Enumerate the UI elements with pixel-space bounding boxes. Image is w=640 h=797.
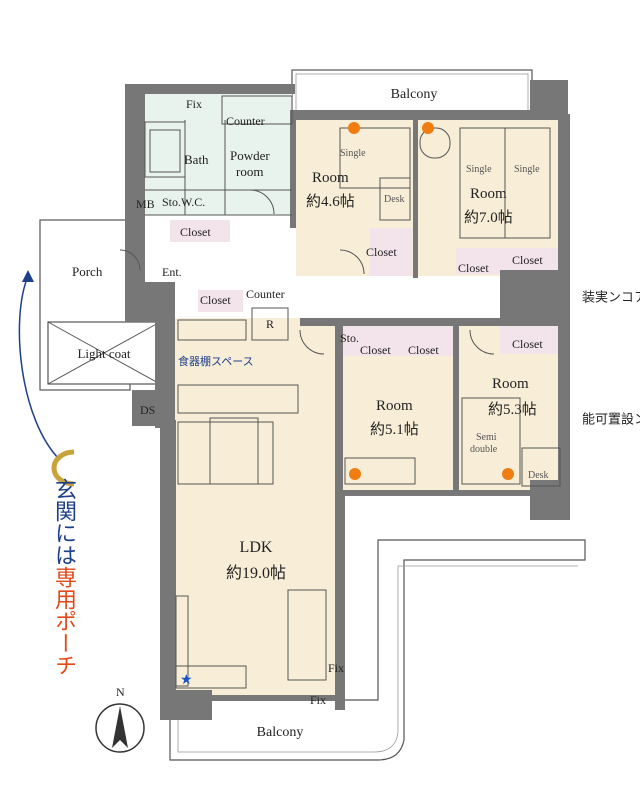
room51-closet-1: Closet — [360, 343, 391, 357]
room70-closet-2: Closet — [512, 253, 543, 267]
ldk-floor — [175, 380, 335, 695]
room46-closet: Closet — [366, 245, 397, 259]
ac-dot-room53 — [502, 468, 514, 480]
ldk-name: LDK — [240, 539, 273, 556]
closet-room53-fill — [500, 326, 562, 354]
closet-room51-fill — [338, 326, 458, 356]
porch-logo-icon — [51, 449, 75, 487]
balcony-bottom-label: Balcony — [257, 725, 304, 740]
room46-size: 約4.6帖 — [306, 193, 355, 210]
room51-name: Room — [376, 398, 413, 414]
ac-dot-room51 — [349, 468, 361, 480]
room51-size: 約5.1帖 — [370, 421, 419, 438]
porch-note-part2: 専用ポーチ — [51, 566, 76, 676]
room46-single: Single — [340, 148, 366, 159]
legend-dot-entry: ●＝エアコン設置可能 — [579, 412, 640, 427]
fix-ldk-1: Fix — [328, 661, 344, 675]
room70-closet-1: Closet — [458, 261, 489, 275]
powder-label-1: Powder — [230, 148, 270, 163]
ds-label: DS — [140, 403, 155, 417]
room51-closet-2: Closet — [408, 343, 439, 357]
arrow-head-icon — [22, 270, 34, 282]
room70-single-2: Single — [514, 164, 540, 175]
ac-dot-room46 — [348, 122, 360, 134]
room53-desk: Desk — [528, 470, 549, 481]
closet-room70-fill — [456, 248, 562, 274]
north-label: N — [116, 685, 125, 699]
ac-markers: ★ — [180, 122, 514, 688]
entrance-arrow-icon — [18, 275, 61, 461]
closet-ent-label: Closet — [180, 225, 211, 239]
closet-room46-fill — [370, 228, 412, 276]
room70-size: 約7.0帖 — [464, 209, 513, 226]
kitchen-floor — [175, 318, 335, 383]
powder-label-2: room — [236, 164, 263, 179]
north-compass — [95, 703, 145, 753]
closet-ent-fill — [170, 220, 230, 242]
room70-single-1: Single — [466, 164, 492, 175]
ldk-size: 約19.0帖 — [226, 564, 286, 582]
closet-kitchen-fill — [198, 290, 243, 312]
closet-kitchen-label: Closet — [200, 293, 231, 307]
fix-top-label: Fix — [186, 97, 202, 111]
fix-ldk-2: Fix — [310, 693, 326, 707]
dish-shelf-label: 食器棚スペース — [178, 354, 254, 368]
ent-label: Ent. — [162, 265, 182, 279]
counter-top-label: Counter — [226, 114, 265, 128]
legend-star-text: ＝エアコン実装 — [579, 290, 640, 303]
room53-size: 約5.3帖 — [488, 401, 537, 418]
porch-label: Porch — [72, 264, 103, 279]
room70-name: Room — [470, 186, 507, 202]
r-mark-label: R — [266, 317, 274, 331]
sto-wc-label: Sto.W.C. — [162, 195, 205, 209]
bath-label: Bath — [184, 152, 209, 167]
balcony-top-label: Balcony — [391, 87, 438, 102]
mb-label: MB — [136, 197, 155, 211]
ac-star-ldk: ★ — [180, 673, 193, 688]
ac-dot-room70 — [422, 122, 434, 134]
room-labels: Balcony Balcony Fix Counter Bath Powder … — [72, 87, 549, 740]
room53-closet: Closet — [512, 337, 543, 351]
inner-lines — [119, 95, 561, 689]
counter-kitchen-label: Counter — [246, 287, 285, 301]
room51-sto: Sto. — [340, 331, 359, 345]
porch-note-part1: 玄関には — [51, 478, 76, 566]
room53-semi-2: double — [470, 444, 498, 455]
light-coat-label: Light coat — [77, 346, 130, 361]
room53-name: Room — [492, 376, 529, 392]
room46-name: Room — [312, 170, 349, 186]
balcony-bottom — [169, 539, 586, 761]
wet-area — [140, 90, 292, 215]
room46-desk: Desk — [384, 194, 405, 205]
walls — [125, 80, 570, 720]
porch-area — [39, 219, 161, 391]
legend-star-entry: ★＝エアコン実装 — [579, 290, 640, 303]
legend-dot-text: ＝エアコン設置可能 — [579, 412, 640, 425]
porch-note: 玄関には専用ポーチ — [51, 478, 76, 676]
room53-semi-1: Semi — [476, 432, 497, 443]
